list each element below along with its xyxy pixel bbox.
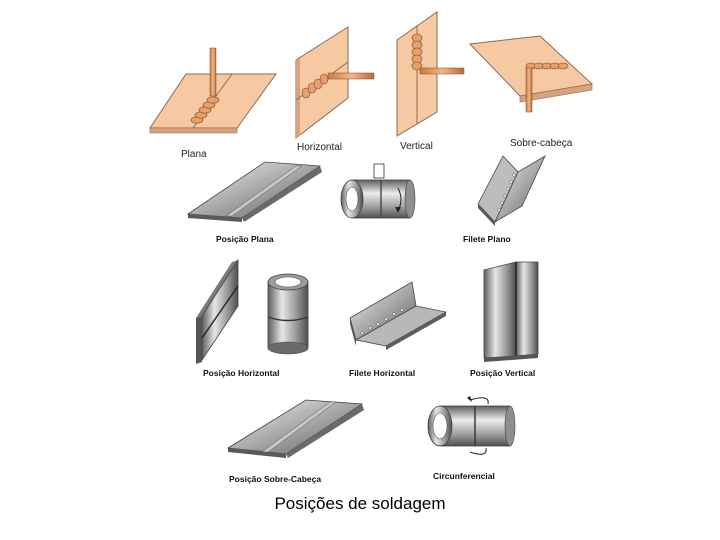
- label-filete-horizontal: Filete Horizontal: [349, 368, 415, 378]
- top-plana-illustration: [149, 47, 277, 134]
- caption: Posições de soldagem: [274, 494, 446, 513]
- label-horizontal: Horizontal: [297, 142, 342, 153]
- posicao-plana-illustration: [186, 161, 322, 222]
- pipe-vertical-illustration: [267, 273, 309, 355]
- posicao-vertical-illustration: [483, 261, 539, 362]
- label-posicao-plana: Posição Plana: [216, 234, 274, 244]
- label-plana: Plana: [181, 149, 207, 160]
- label-posicao-vertical: Posição Vertical: [470, 368, 535, 378]
- label-posicao-sobre-cabeca: Posição Sobre-Cabeça: [229, 474, 321, 484]
- label-filete-plano: Filete Plano: [463, 234, 511, 244]
- top-horizontal-illustration: [295, 26, 375, 140]
- filete-plano-illustration: [477, 155, 546, 226]
- label-circunferencial: Circunferencial: [433, 471, 495, 481]
- label-vertical: Vertical: [400, 141, 433, 152]
- posicao-sobre-cabeca-illustration: [226, 399, 364, 458]
- top-sobre-cabeca-illustration: [468, 35, 594, 113]
- top-vertical-illustration: [396, 11, 465, 137]
- circumferential-pipe-top-illustration: [340, 163, 416, 219]
- posicao-horizontal-illustration: [196, 258, 239, 364]
- filete-horizontal-illustration: [349, 281, 448, 350]
- label-posicao-horizontal: Posição Horizontal: [203, 368, 280, 378]
- label-sobre-cabeca: Sobre-cabeça: [510, 138, 573, 149]
- circunferencial-pipe-illustration: [427, 396, 516, 455]
